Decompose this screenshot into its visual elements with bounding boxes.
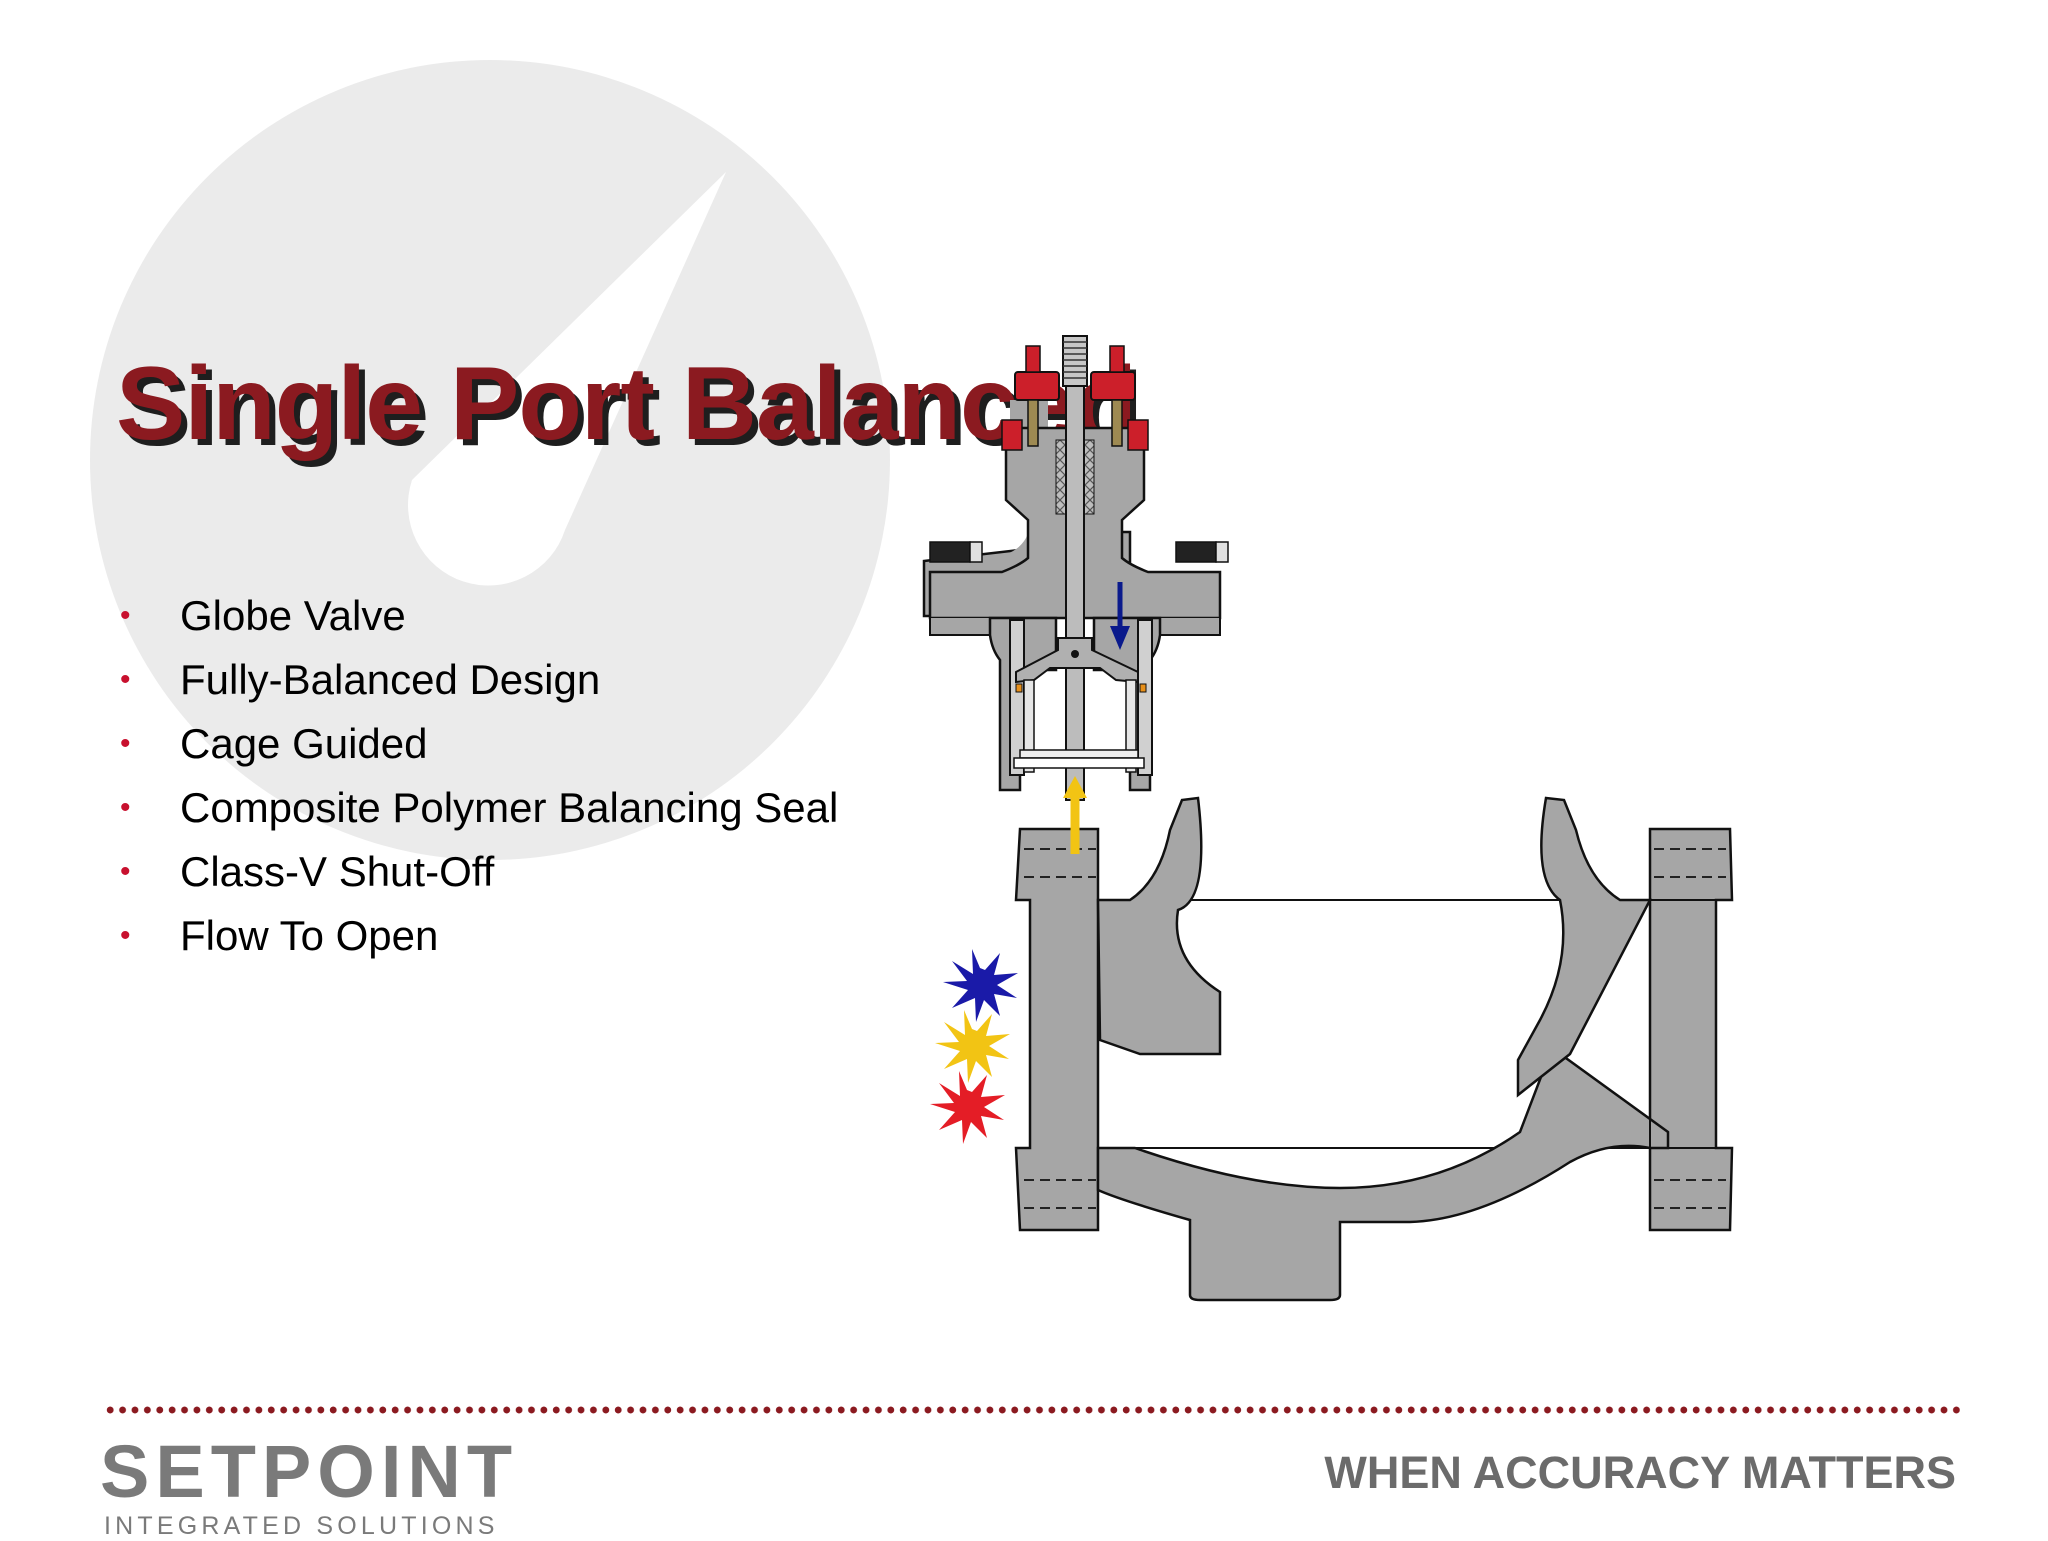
valve-stem bbox=[1065, 339, 1085, 801]
right-flange bbox=[1648, 827, 1734, 1232]
footer-tagline: WHEN ACCURACY MATTERS bbox=[1324, 1447, 1956, 1498]
slide-title: Single Port Balanced bbox=[116, 346, 1137, 462]
gland-left bbox=[1014, 371, 1060, 401]
valve-body-left-wall bbox=[1096, 796, 1222, 1056]
watermark-gauge-icon bbox=[90, 60, 890, 860]
bullet-dot-icon: • bbox=[120, 727, 131, 760]
blue-flow-arrow bbox=[1110, 582, 1130, 650]
packing-left bbox=[1055, 439, 1067, 515]
list-item: •Composite Polymer Balancing Seal bbox=[120, 776, 838, 840]
logo-brand-text: SETPOINT bbox=[100, 1430, 519, 1513]
list-item: •Cage Guided bbox=[120, 712, 838, 776]
bullet-dot-icon: • bbox=[120, 855, 131, 888]
packing-right bbox=[1083, 439, 1095, 515]
seat-ring bbox=[1019, 749, 1139, 759]
bullet-dot-icon: • bbox=[120, 663, 131, 696]
feature-list: •Globe Valve •Fully-Balanced Design •Cag… bbox=[120, 584, 838, 968]
valve-plug bbox=[1015, 637, 1139, 684]
valve-cage bbox=[1009, 619, 1153, 776]
blue-burst-icon bbox=[943, 949, 1018, 1022]
logo-subtitle: INTEGRATED SOLUTIONS bbox=[104, 1512, 499, 1540]
bullet-dot-icon: • bbox=[120, 599, 131, 632]
valve-cross-section-diagram bbox=[922, 335, 1734, 1302]
bullet-dot-icon: • bbox=[120, 919, 131, 952]
list-item: •Class-V Shut-Off bbox=[120, 840, 838, 904]
red-burst-icon bbox=[930, 1071, 1005, 1144]
gland-right bbox=[1090, 371, 1136, 401]
left-flange bbox=[1014, 827, 1100, 1232]
yellow-burst-icon bbox=[935, 1010, 1010, 1083]
list-item: •Globe Valve bbox=[120, 584, 838, 648]
setpoint-logo: SETPOINT INTEGRATED SOLUTIONS bbox=[100, 1430, 540, 1541]
valve-body-lower bbox=[1096, 1046, 1670, 1302]
bullet-dot-icon: • bbox=[120, 791, 131, 824]
valve-body-right-wall bbox=[1516, 796, 1653, 1098]
list-item: •Fully-Balanced Design bbox=[120, 648, 838, 712]
yellow-flow-arrow bbox=[1063, 776, 1087, 854]
list-item: •Flow To Open bbox=[120, 904, 838, 968]
footer-divider bbox=[104, 1406, 1960, 1414]
